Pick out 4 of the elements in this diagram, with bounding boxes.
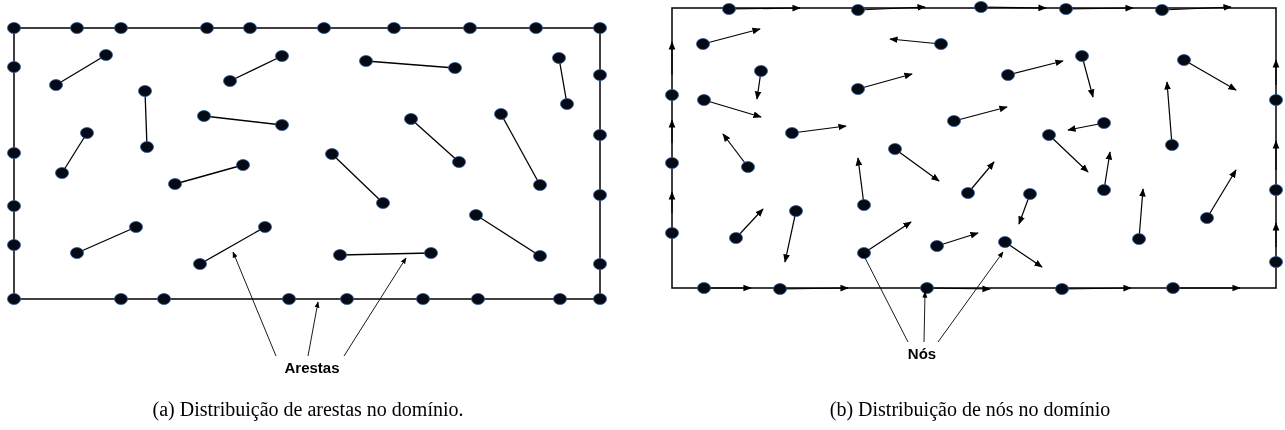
- callout-label: Nós: [907, 345, 937, 361]
- figure-caption: (b) Distribuição de nós no domínio: [829, 397, 1111, 423]
- figure-caption: (a) Distribuição de arestas no domínio.: [152, 397, 464, 423]
- callout-label: Arestas: [284, 359, 340, 375]
